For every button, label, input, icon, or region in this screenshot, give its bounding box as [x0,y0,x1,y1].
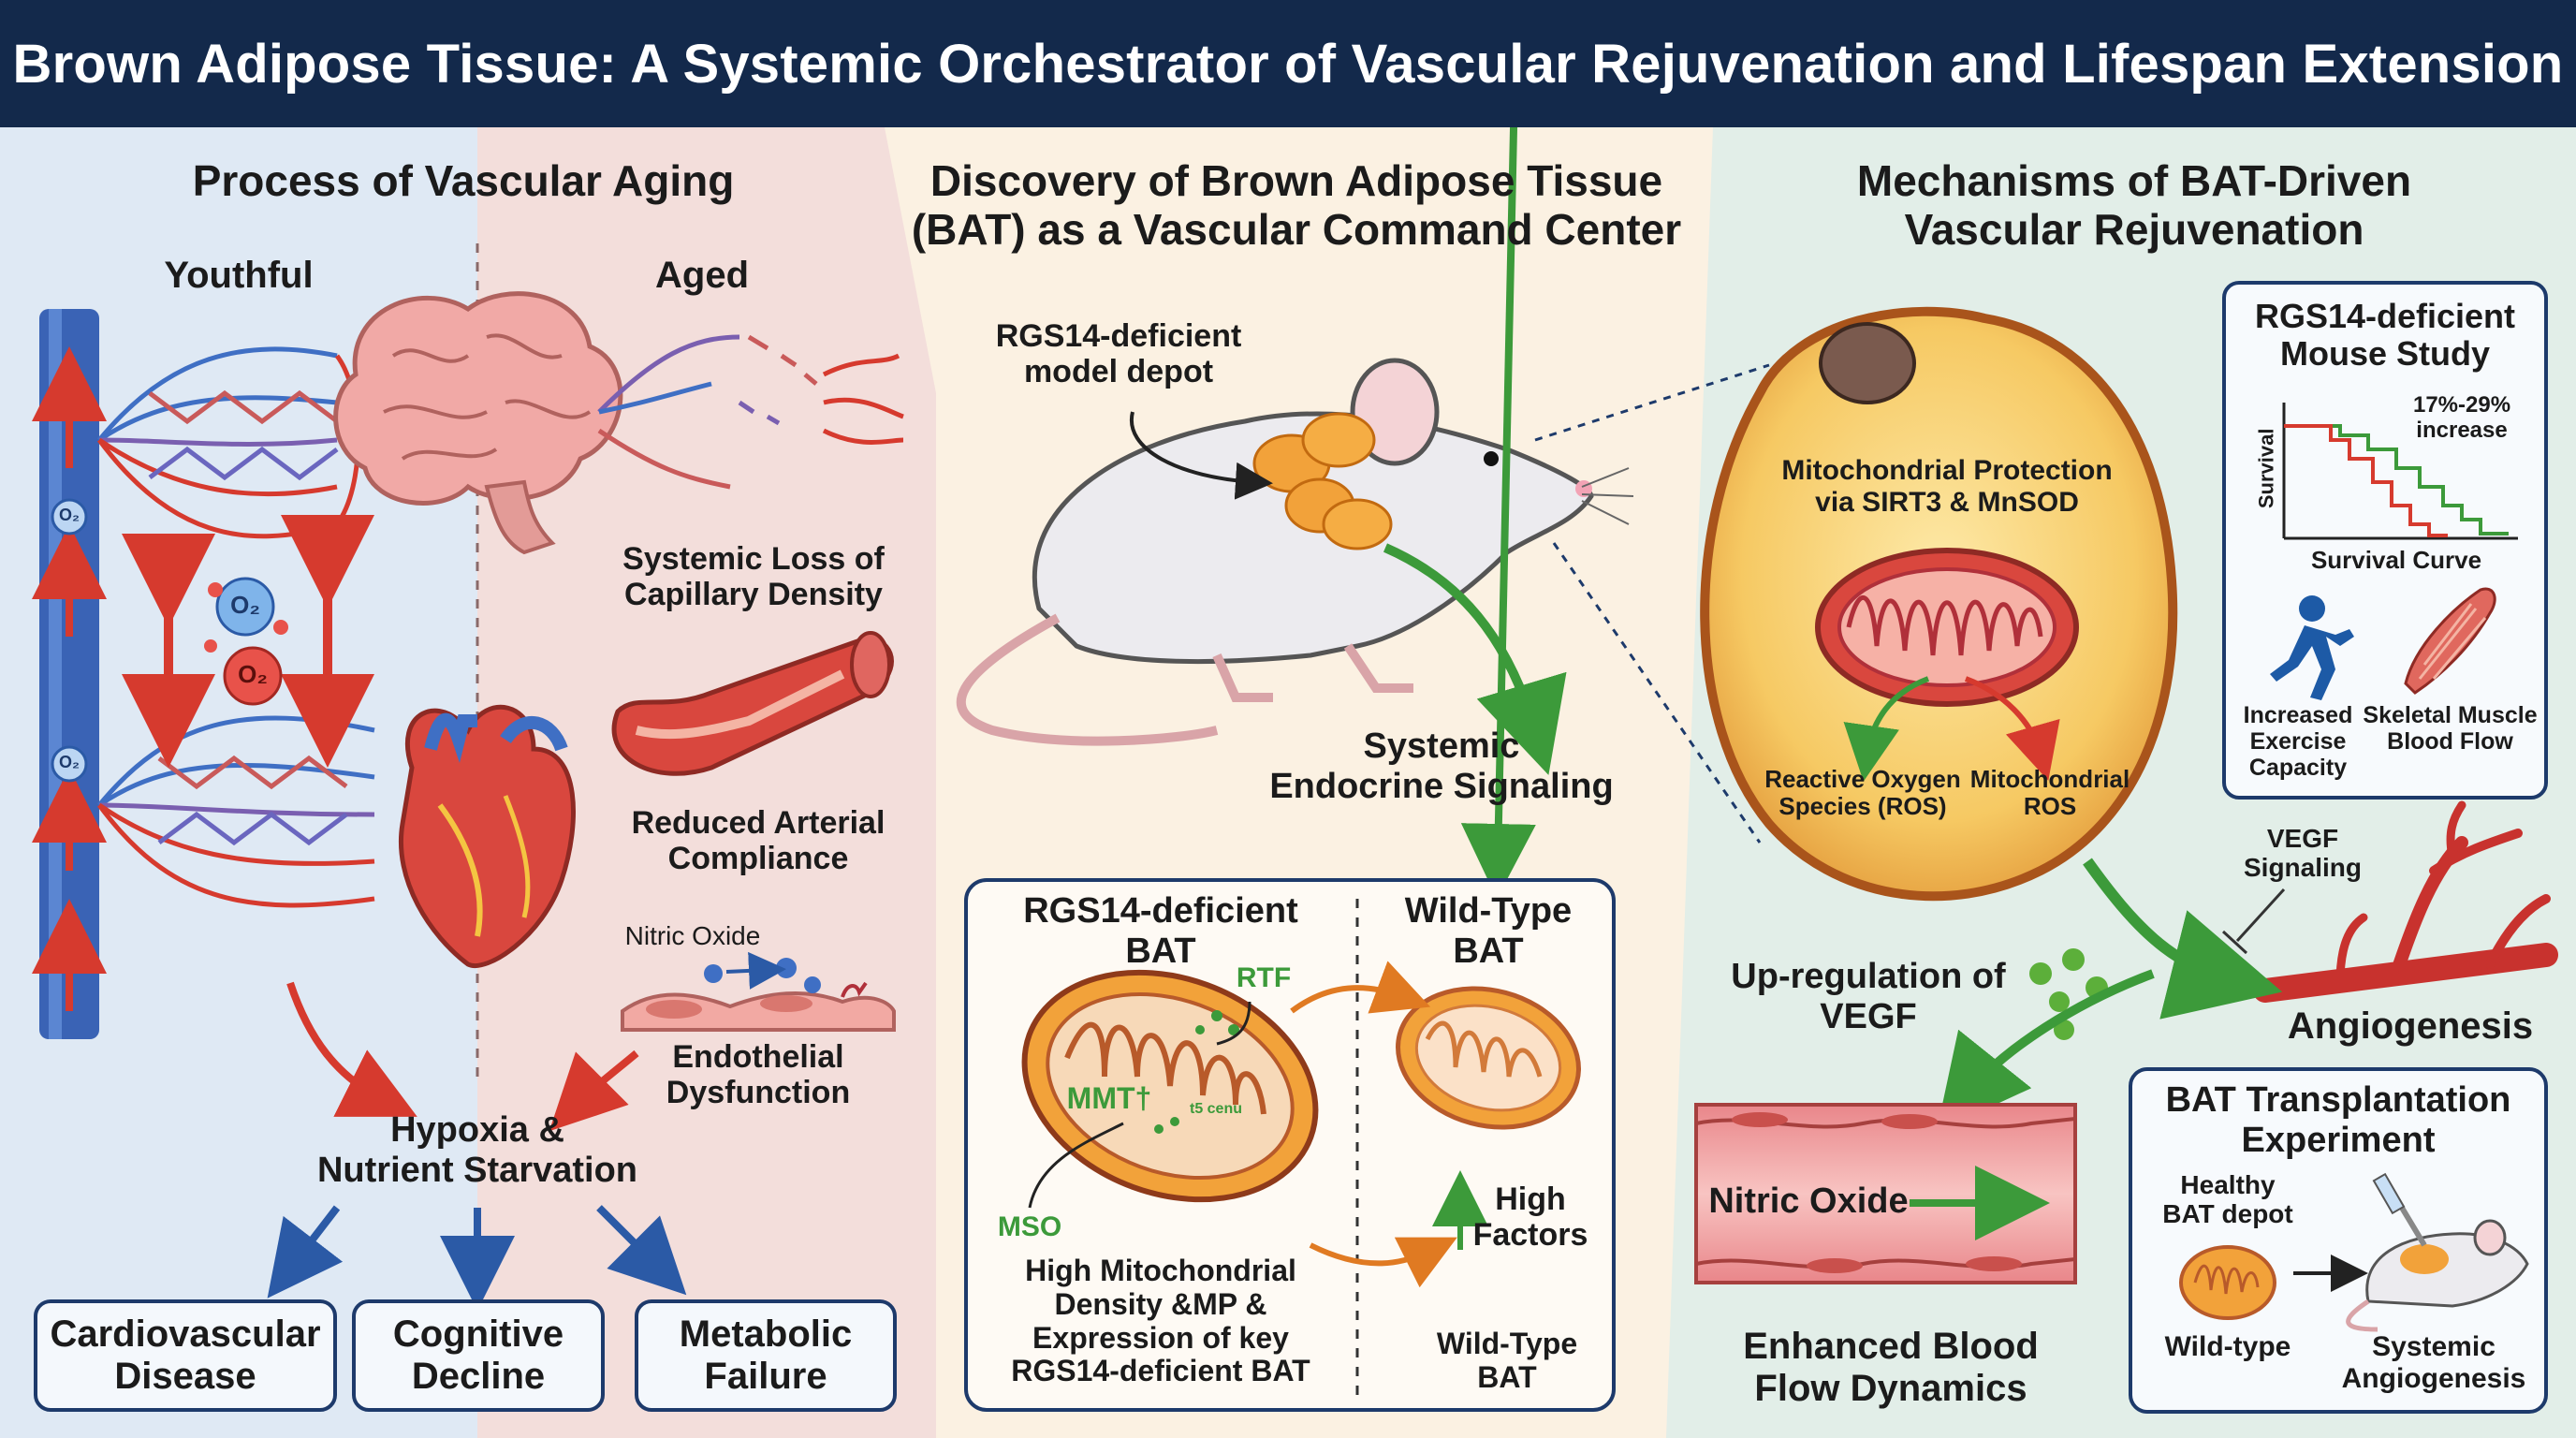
endocrine-arrow [1383,543,1567,775]
endocrine-label: Systemic Endocrine Signaling [1269,726,1614,806]
blood-vessel-cross-section [1694,1103,2077,1284]
capillary-network-top [96,346,360,539]
mso-label: MSO [997,1211,1062,1242]
brain-illustration [333,291,623,555]
high-factors-label: High Factors [1472,1181,1588,1254]
transplant-title: BAT Transplantation Experiment [2165,1080,2511,1160]
zoom-lines [1534,363,1770,844]
depot-label: RGS14-deficient model depot [995,318,1242,390]
title-bar: Brown Adipose Tissue: A Systemic Orchest… [0,0,2576,127]
wild-type-mitochondrion [1396,986,1581,1130]
compare-arrow-top [1290,961,1431,1014]
wildtype-transplant-label: Wild-type [2164,1331,2291,1362]
rgs14-bat-title: RGS14-deficient BAT [1023,891,1298,971]
transplant-bat-depot [2179,1245,2276,1320]
arterial-compliance-label: Reduced Arterial Compliance [631,805,886,877]
vegf-inhibit-line [2235,888,2286,943]
right-heading: Mechanisms of BAT-Driven Vascular Rejuve… [1856,156,2412,254]
o2-bubble-red [223,646,283,706]
o2-bubble-small-2 [51,745,88,783]
rgs14-bat-caption: High Mitochondrial Density &MP & Express… [1011,1254,1310,1388]
vegf-upregulation-label: Up-regulation of VEGF [1731,957,2006,1036]
o2-label-small-1: O₂ [59,506,80,524]
rtf-label: RTF [1236,962,1292,993]
survival-curve-rgs14 [2284,424,2509,536]
ros-right-label: Mitochondrial ROS [1969,765,2130,821]
recipient-mouse [2346,1172,2529,1332]
angiogenesis-vessel [2253,800,2558,1003]
vegf-arrow-down [1936,969,2155,1133]
depot-pointer [1129,411,1273,500]
page-title: Brown Adipose Tissue: A Systemic Orchest… [12,33,2564,95]
vegf-signaling-label: VEGF Signaling [2244,824,2362,883]
bat-depot-mouse [1252,412,1393,550]
ros-arrow-left [1843,676,1930,782]
exercise-label: Increased Exercise Capacity [2243,702,2353,781]
outcome-cognitive: Cognitive Decline [352,1299,605,1412]
nitric-oxide-label-left: Nitric Oxide [624,921,761,950]
angiogenesis-label: Angiogenesis [2287,1005,2534,1047]
youthful-label: Youthful [164,255,314,296]
mito-protection-label: Mitochondrial Protection via SIRT3 & MnS… [1781,455,2113,518]
blood-flow-label: Enhanced Blood Flow Dynamics [1743,1326,2039,1409]
mso-pointer [1028,1122,1124,1209]
nitric-oxide-label-right: Nitric Oxide [1708,1181,1909,1221]
left-heading: Process of Vascular Aging [192,156,735,205]
cell-mitochondrion [1815,548,2079,707]
stiff-artery-illustration [611,631,894,776]
heart-illustration [399,704,576,968]
muscle-icon [2404,587,2496,695]
aged-capillaries [597,334,904,490]
outcome-cardiovascular: Cardiovascular Disease [34,1299,337,1412]
o2-bubble-small-1 [51,498,88,536]
aging-arrows [267,981,687,1311]
muscle-flow-label: Skeletal Muscle Blood Flow [2363,702,2538,755]
mouse-study-title: RGS14-deficient Mouse Study [2254,297,2516,374]
middle-heading: Discovery of Brown Adipose Tissue (BAT) … [911,156,1682,254]
rtf-pointer [1216,1001,1251,1046]
survival-curve-label: Survival Curve [2310,546,2482,574]
o2-exchange-arrows [122,515,374,768]
mouse-study-box [2222,281,2548,800]
o2-label-small-2: O₂ [59,753,80,771]
survival-curve-wildtype [2284,424,2448,537]
hypoxia-label: Hypoxia & Nutrient Starvation [316,1110,638,1190]
o2-bubble-blue [215,577,275,637]
aged-label: Aged [655,255,749,296]
ros-left-label: Reactive Oxygen Species (ROS) [1764,765,1961,821]
o2-label-red: O₂ [238,660,268,688]
healthy-depot-label: Healthy BAT depot [2162,1170,2293,1229]
survival-axis-label: Survival [2254,428,2278,509]
running-person-icon [2270,595,2354,700]
o2-label-blue: O₂ [230,591,260,619]
survival-increase-label: 17%-29% increase [2412,392,2511,443]
cell-to-angiogenesis-arrow [2083,858,2283,1020]
mmt-label: MMT† [1066,1081,1152,1115]
compare-arrow-bottom [1309,1237,1457,1288]
tiny-label: t5 cenu [1189,1101,1242,1117]
wildtype-bat-title: Wild-Type BAT [1404,891,1573,971]
survival-curve [2282,403,2518,540]
ros-arrow-right [1964,676,2060,781]
endocrine-arrow-small [1460,0,1536,899]
mouse-illustration [956,358,1634,746]
vegf-particles [2029,948,2108,1040]
systemic-angiogenesis-label: Systemic Angiogenesis [2341,1331,2526,1394]
endothelial-layer [621,951,896,1032]
transplant-box [2129,1067,2548,1414]
capillary-loss-label: Systemic Loss of Capillary Density [622,541,885,613]
wildtype-bat-caption: Wild-Type BAT [1436,1327,1578,1394]
endothelial-dysfunction-label: Endothelial Dysfunction [666,1039,851,1111]
outcome-metabolic: Metabolic Failure [635,1299,897,1412]
